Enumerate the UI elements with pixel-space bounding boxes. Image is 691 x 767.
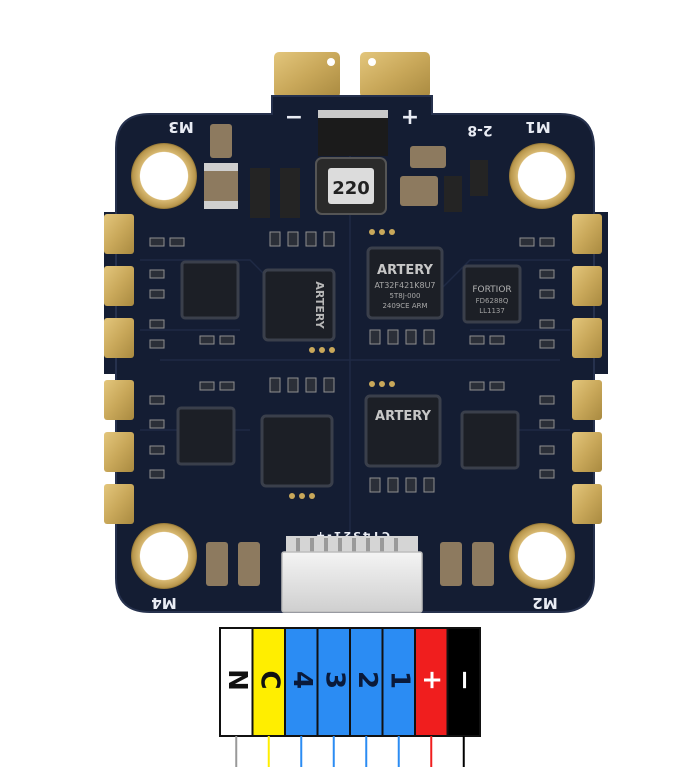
- label-voltage: 2-8: [467, 122, 492, 138]
- wire-label: 1: [384, 671, 414, 689]
- battery-positive-pad: [360, 52, 430, 98]
- wire-1: N: [219, 627, 254, 767]
- label-m4: M4: [151, 594, 176, 612]
- signal-connector[interactable]: [281, 536, 423, 613]
- wire-2: C: [251, 627, 286, 767]
- battery-pads: [274, 52, 430, 98]
- driver-chips: FORTIOR FD6288Q LL1137: [176, 260, 522, 470]
- mcu-brand: ARTERY: [377, 263, 434, 278]
- mcu-bottom-right: ARTERY: [364, 394, 442, 468]
- label-minus: −: [285, 105, 303, 130]
- wire-insulation: [284, 627, 319, 737]
- label-m3: M3: [168, 118, 193, 136]
- smd-components: [149, 231, 555, 493]
- bottom-capacitors: [206, 542, 494, 586]
- wire-label: C: [254, 670, 284, 689]
- label-m2: M2: [532, 594, 557, 612]
- wire-insulation: [349, 627, 384, 737]
- label-plus: +: [401, 105, 419, 130]
- driver-code: LL1137: [479, 307, 505, 315]
- mcu-top-left: ARTERY: [262, 268, 336, 342]
- wire-label: 3: [319, 671, 349, 689]
- mounting-holes: [131, 143, 575, 589]
- wire-4: 3: [316, 627, 351, 767]
- wire-label: 2: [352, 671, 382, 689]
- inductor-code: 220: [332, 178, 370, 199]
- wire-label: N: [222, 669, 252, 691]
- svg-text:ARTERY: ARTERY: [375, 409, 432, 424]
- svg-text:ARTERY: ARTERY: [313, 281, 326, 329]
- wire-label: 4: [287, 671, 317, 689]
- driver-brand: FORTIOR: [472, 285, 511, 295]
- battery-negative-pad: [274, 52, 340, 98]
- mcu-top-right: ARTERY AT32F421K8U7 5T8J-000 2409CE ARM: [366, 246, 444, 320]
- label-m1: M1: [525, 118, 550, 136]
- motor-pads-left: [104, 214, 134, 524]
- mcu-line2: 5T8J-000: [390, 292, 421, 300]
- wire-3: 4: [284, 627, 319, 767]
- mcu-bottom-left: [260, 414, 334, 488]
- power-components: 220: [204, 110, 488, 218]
- mcu-part: AT32F421K8U7: [374, 281, 435, 290]
- wire-label: −: [449, 669, 479, 691]
- pcb-body: [104, 95, 608, 613]
- mcu-chip: [366, 246, 444, 320]
- driver-part: FD6288Q: [476, 297, 509, 305]
- wire-6: 1: [381, 627, 416, 767]
- wire-5: 2: [349, 627, 384, 767]
- wire-label: +: [417, 669, 447, 691]
- wire-8: −: [446, 627, 481, 767]
- wire-7: +: [414, 627, 449, 767]
- motor-pads-right: [572, 214, 602, 524]
- mcu-line3: 2409CE ARM: [382, 302, 427, 310]
- driver-chip: [462, 264, 522, 324]
- vias: [289, 229, 395, 499]
